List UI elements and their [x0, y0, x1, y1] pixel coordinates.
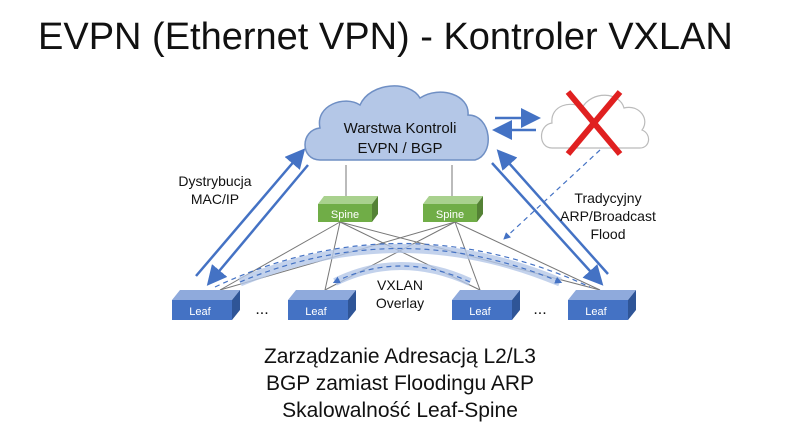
crossed-out-icon: [565, 90, 623, 156]
left-label-line2: MAC/IP: [191, 191, 239, 207]
right-label-line3: Flood: [590, 226, 625, 242]
svg-text:Spine: Spine: [436, 209, 464, 221]
cloud-line2: EVPN / BGP: [357, 140, 442, 157]
leaf-switch: Leaf: [172, 290, 240, 320]
svg-text:Leaf: Leaf: [189, 306, 211, 318]
ellipsis: ...: [533, 301, 546, 318]
right-label-line2: ARP/Broadcast: [560, 208, 656, 224]
right-label-line1: Tradycyjny: [574, 190, 641, 206]
bottom-line-3: Skalowalność Leaf-Spine: [282, 399, 518, 422]
slide-title: EVPN (Ethernet VPN) - Kontroler VXLAN: [38, 16, 733, 58]
bottom-line-1: Zarządzanie Adresacją L2/L3: [263, 345, 536, 368]
left-label-line1: Dystrybucja: [178, 173, 251, 189]
spine-switch: Spine: [423, 196, 483, 222]
vxlan-overlay-arcs: [214, 149, 601, 288]
bottom-line-2: BGP zamiast Floodingu ARP: [265, 372, 535, 395]
control-plane-cloud: Warstwa Kontroli EVPN / BGP: [304, 85, 489, 161]
svg-text:Leaf: Leaf: [469, 306, 491, 318]
leaf-switch: Leaf: [288, 290, 356, 320]
spine-switch: Spine: [318, 196, 378, 222]
leaf-switch: Leaf: [452, 290, 520, 320]
svg-text:Leaf: Leaf: [305, 306, 327, 318]
legacy-flood-cloud: [540, 90, 650, 156]
svg-text:Spine: Spine: [331, 209, 359, 221]
control-arrows: [195, 108, 609, 286]
overlay-label-line1: VXLAN: [377, 277, 423, 293]
leaf-switch: Leaf: [568, 290, 636, 320]
ellipsis: ...: [255, 301, 268, 318]
svg-text:Leaf: Leaf: [585, 306, 607, 318]
cloud-line1: Warstwa Kontroli: [344, 120, 457, 137]
overlay-label-line2: Overlay: [376, 295, 424, 311]
